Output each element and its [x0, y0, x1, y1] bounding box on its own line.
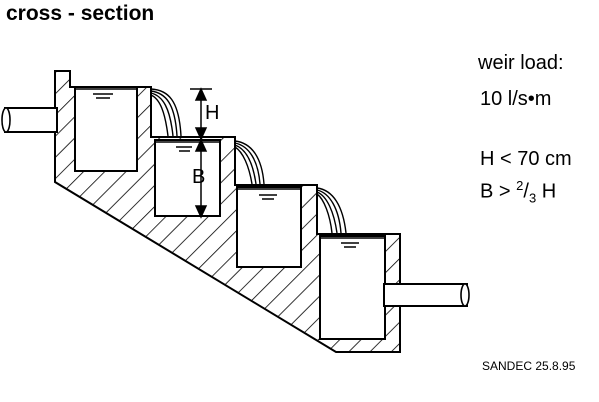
b-rule-suffix: H [536, 180, 557, 203]
overflow-nappes [150, 88, 347, 234]
h-rule: H < 70 cm [480, 148, 572, 170]
weir-load-label: weir load: [478, 52, 564, 74]
b-label: B [192, 166, 205, 188]
credit-text: SANDEC 25.8.95 [482, 359, 576, 373]
b-dimension-arrow [194, 138, 208, 219]
h-dimension-arrow [190, 87, 212, 141]
b-rule-numerator: 2 [516, 178, 524, 193]
outlet-pipe [383, 283, 470, 307]
concrete-wall [54, 70, 401, 353]
diagram-title: cross - section [6, 2, 155, 25]
inlet-pipe [1, 107, 58, 133]
water-levels [75, 88, 385, 248]
b-rule: B > 2/3 H [480, 178, 556, 206]
weir-load-value: 10 l/s•m [480, 88, 552, 110]
b-rule-slash: / [523, 180, 529, 203]
h-label: H [205, 102, 219, 124]
b-rule-denominator: 3 [528, 190, 537, 206]
b-rule-prefix: B > [480, 180, 517, 203]
